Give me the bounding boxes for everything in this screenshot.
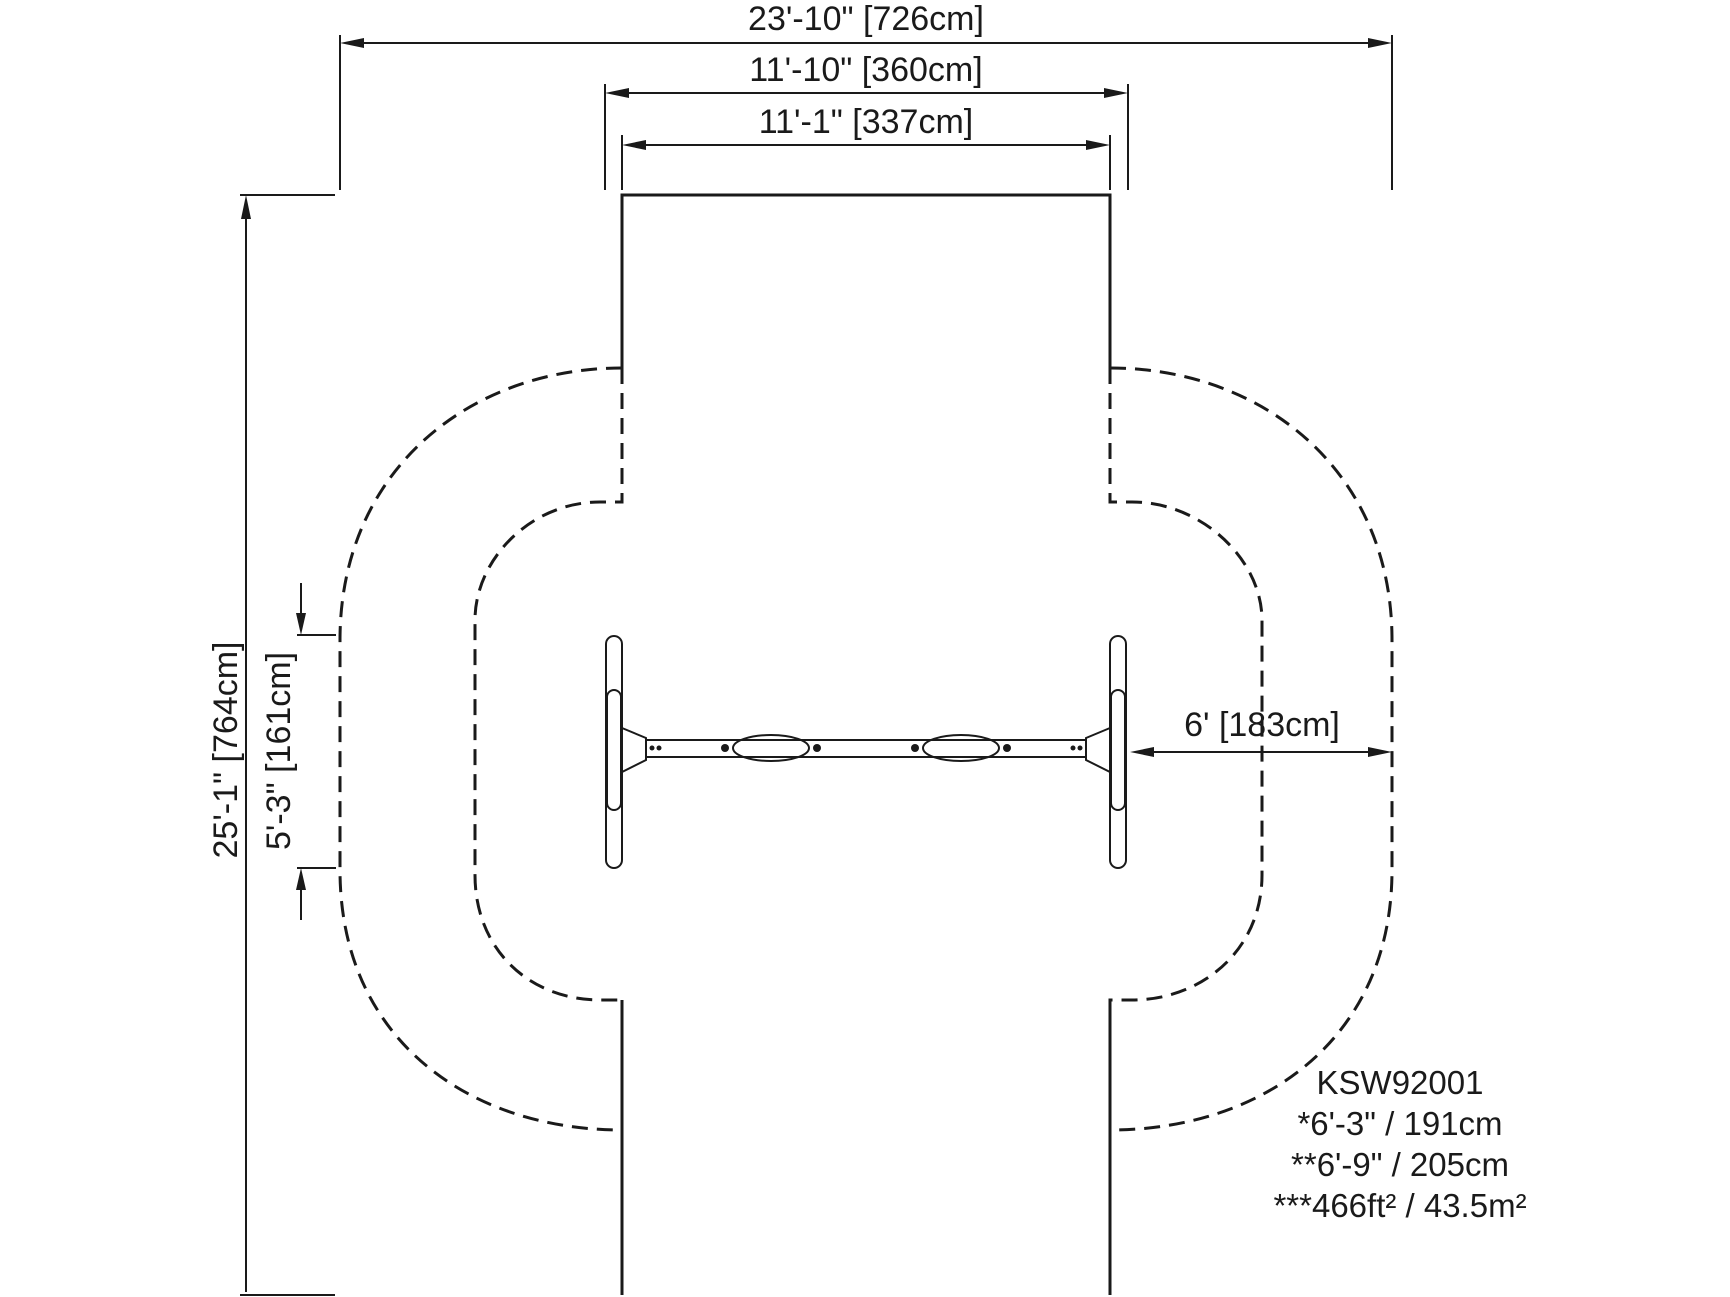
frame-use-zone <box>620 193 1112 1295</box>
swing-structure <box>605 635 1127 869</box>
frame-outer-width-dimension: 11'-10" [360cm] <box>604 51 1129 190</box>
swing-use-zone-outer <box>338 366 1394 1132</box>
right-bracket <box>1085 726 1111 774</box>
frame-outer-width-label: 11'-10" [360cm] <box>749 51 982 89</box>
right-a-frame <box>1109 635 1127 869</box>
frame-inner-width-dimension: 11'-1" [337cm] <box>621 103 1111 190</box>
note-line-3: ***466ft² / 43.5m² <box>1273 1187 1527 1224</box>
swing-use-zone-inner <box>473 368 1264 1130</box>
overall-length-dimension: 25'-1" [764cm] <box>207 194 335 1296</box>
model-notes: KSW92001 *6'-3" / 191cm **6'-9" / 205cm … <box>1235 1062 1565 1226</box>
seat-zone-label: 5'-3" [161cm] <box>260 652 298 850</box>
note-line-1: *6'-3" / 191cm <box>1297 1105 1503 1142</box>
left-a-frame <box>605 635 623 869</box>
seat-zone-dimension: 5'-3" [161cm] <box>260 583 336 920</box>
overall-length-label: 25'-1" [764cm] <box>207 642 245 859</box>
left-bracket <box>621 726 647 774</box>
frame-inner-width-label: 11'-1" [337cm] <box>759 103 973 141</box>
swing-seat-left <box>732 734 810 762</box>
model-number: KSW92001 <box>1316 1064 1484 1101</box>
swing-seat-right <box>922 734 1000 762</box>
top-beam <box>645 739 1087 758</box>
note-line-2: **6'-9" / 205cm <box>1291 1146 1509 1183</box>
overall-width-label: 23'-10" [726cm] <box>748 0 984 38</box>
overall-width-dimension: 23'-10" [726cm] <box>339 0 1393 190</box>
